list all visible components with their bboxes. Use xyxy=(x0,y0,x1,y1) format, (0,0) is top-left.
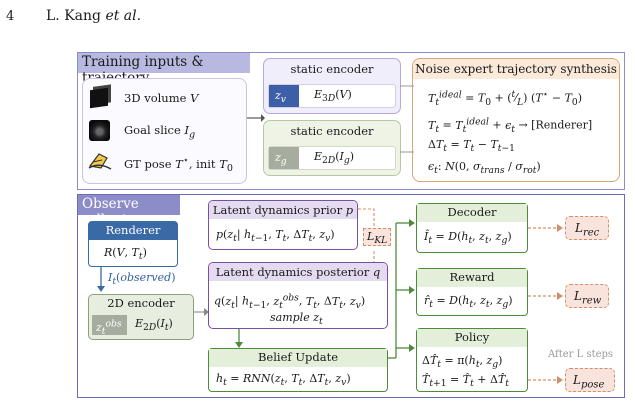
decoder-formula: Ît = D(ht, zt, zg) xyxy=(424,230,512,247)
input-volume-label: 3D volume V xyxy=(124,91,199,105)
prior-formula: p(zt| ht−1, Tt, ΔTt, zv) xyxy=(216,228,335,245)
encoder-2d-obs-formula: E2D(It) xyxy=(135,317,173,334)
noise-line-3: ΔTt = Tt − Tt−1 xyxy=(428,138,515,155)
renderer-down-arrow xyxy=(97,267,105,292)
policy-formula-2: T̂t+1 = T̂t + ΔT̂t xyxy=(422,373,509,390)
top-panel xyxy=(77,52,625,190)
policy-formula-1: ΔT̂t = π(ht, zg) xyxy=(422,354,503,371)
page-number: 4 xyxy=(6,9,15,24)
encoder-2d-title: 2D encoder xyxy=(107,296,175,310)
after-steps-label: After L steps xyxy=(548,349,614,360)
posterior-to-belief-arrow xyxy=(235,329,243,348)
author-header: L. Kang et al. xyxy=(46,8,142,24)
latent-zv: zv xyxy=(269,85,299,107)
inputs-arrow xyxy=(247,114,265,122)
posterior-header xyxy=(209,263,387,281)
noise-line-1: Ttideal = T0 + (t⁄L) (T⋆ − T0) xyxy=(428,89,583,108)
loss-kl: LKL xyxy=(363,228,391,246)
noise-line-4: ϵt: N(0, σtrans / σrot) xyxy=(428,160,541,177)
renderer-formula: R(V, Tt) xyxy=(104,246,147,263)
belief-to-heads-connector xyxy=(388,219,415,359)
latent-zt-obs: ztobs xyxy=(92,315,127,337)
bottom-panel-title: Observe rollout xyxy=(78,195,180,228)
loss-rew: Lrew xyxy=(565,284,609,308)
renderer-title: Renderer xyxy=(89,222,177,240)
posterior-sample: sample zt xyxy=(270,311,323,328)
posterior-formula: q(zt| ht−1, ztobs, Tt, ΔTt, zv) xyxy=(214,292,366,311)
noise-expert-header xyxy=(413,59,619,79)
belief-title: Belief Update xyxy=(209,349,387,367)
encoder-to-posterior-arrow xyxy=(194,308,209,316)
reward-title: Reward xyxy=(417,269,527,287)
static-encoder-3d-title: static encoder xyxy=(290,62,374,76)
input-goal-label: Goal slice Ig xyxy=(124,123,196,141)
noise-expert-title: Noise expert trajectory synthesis xyxy=(415,62,617,76)
input-pose-label: GT pose T⋆, init T0 xyxy=(124,155,233,175)
noise-expert-bracket xyxy=(400,85,414,153)
prior-title: Latent dynamics prior p xyxy=(212,203,354,217)
goal-slice-icon xyxy=(89,120,110,141)
bottom-panel xyxy=(77,194,625,398)
encoder-3d-formula: E3D(V) xyxy=(314,88,352,105)
latent-zg: zg xyxy=(269,147,299,169)
noise-line-2: Tt = Ttideal + ϵt → [Renderer] xyxy=(428,116,593,135)
prior-header xyxy=(209,201,357,219)
renderer-output-label: It(observed) xyxy=(108,271,176,288)
posterior-title: Latent dynamics posterior q xyxy=(215,265,381,279)
loss-rec: Lrec xyxy=(565,216,609,240)
reward-formula: r̂t = D(ht, zt, zg) xyxy=(424,294,513,311)
loss-pose: Lpose xyxy=(565,368,615,392)
belief-formula: ht = RNN(zt, Tt, ΔTt, zv) xyxy=(216,372,351,389)
encoder-2d-formula: E2D(Ig) xyxy=(314,150,355,167)
top-panel-title: Training inputs & trajectory xyxy=(78,53,250,86)
volume-icon xyxy=(90,87,108,109)
policy-title: Policy xyxy=(417,329,527,347)
static-encoder-2d-title: static encoder xyxy=(290,124,374,138)
probe-icon xyxy=(88,153,112,170)
loss-arrows xyxy=(528,224,563,384)
decoder-title: Decoder xyxy=(417,204,527,222)
